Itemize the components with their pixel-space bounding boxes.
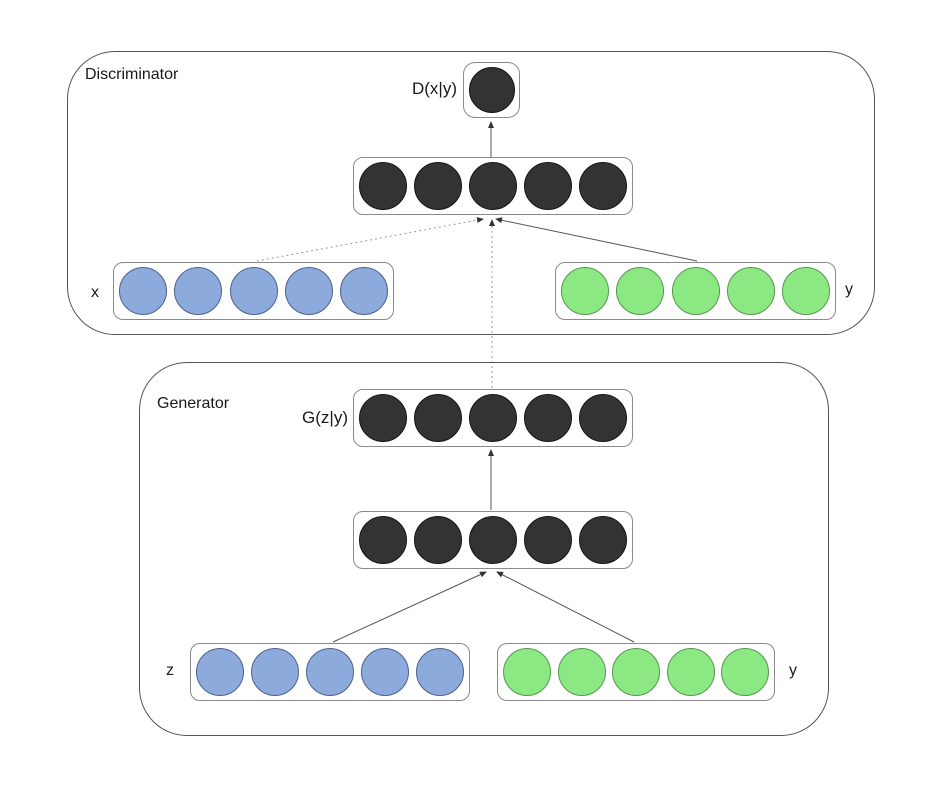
- dark-node-circle: [414, 516, 462, 564]
- blue-node-circle: [284, 267, 333, 315]
- dark-node-circle: [469, 162, 517, 210]
- dark-node-circle: [359, 162, 407, 210]
- dark-node-circle: [524, 162, 572, 210]
- blue-node-circle: [416, 648, 464, 696]
- dark-node-circle: [468, 67, 515, 113]
- green-node-circle: [616, 267, 665, 315]
- discriminator-label: Discriminator: [85, 66, 179, 83]
- blue-node-circle: [306, 648, 354, 696]
- discriminator-input-x-layer: [113, 262, 394, 320]
- generator-output-layer: [353, 389, 633, 447]
- green-node-circle: [671, 267, 720, 315]
- dark-node-circle: [579, 394, 627, 442]
- generator-input-y-layer: [497, 643, 775, 701]
- blue-node-circle: [229, 267, 278, 315]
- dark-node-circle: [359, 516, 407, 564]
- generator-output-label: G(z|y): [302, 408, 348, 427]
- blue-node-circle: [174, 267, 223, 315]
- green-node-circle: [666, 648, 715, 696]
- discriminator-hidden-layer: [353, 157, 633, 215]
- green-node-circle: [557, 648, 606, 696]
- discriminator-output-node: [463, 62, 520, 118]
- dark-node-circle: [359, 394, 407, 442]
- input-z-label: z: [166, 662, 174, 679]
- dark-node-circle: [414, 394, 462, 442]
- discriminator-output-label: D(x|y): [411, 79, 457, 98]
- dark-node-circle: [579, 162, 627, 210]
- generator-input-y-label: y: [789, 662, 797, 679]
- green-node-circle: [721, 648, 769, 696]
- generator-input-z-layer: [190, 643, 470, 701]
- generator-box: [139, 362, 829, 736]
- discriminator-input-y-layer: [555, 262, 836, 320]
- dark-node-circle: [524, 394, 572, 442]
- blue-node-circle: [361, 648, 409, 696]
- green-node-circle: [782, 267, 830, 315]
- discriminator-box: [67, 51, 875, 335]
- green-node-circle: [503, 648, 551, 696]
- green-node-circle: [612, 648, 660, 696]
- discriminator-input-y-label: y: [845, 281, 853, 298]
- generator-hidden-layer: [353, 511, 633, 569]
- dark-node-circle: [469, 394, 517, 442]
- blue-node-circle: [119, 267, 167, 315]
- dark-node-circle: [414, 162, 462, 210]
- blue-node-circle: [251, 648, 299, 696]
- dark-node-circle: [524, 516, 572, 564]
- blue-node-circle: [196, 648, 244, 696]
- input-x-label: x: [91, 284, 99, 301]
- generator-label: Generator: [157, 395, 230, 412]
- blue-node-circle: [340, 267, 388, 315]
- green-node-circle: [561, 267, 609, 315]
- green-node-circle: [726, 267, 775, 315]
- dark-node-circle: [579, 516, 627, 564]
- dark-node-circle: [469, 516, 517, 564]
